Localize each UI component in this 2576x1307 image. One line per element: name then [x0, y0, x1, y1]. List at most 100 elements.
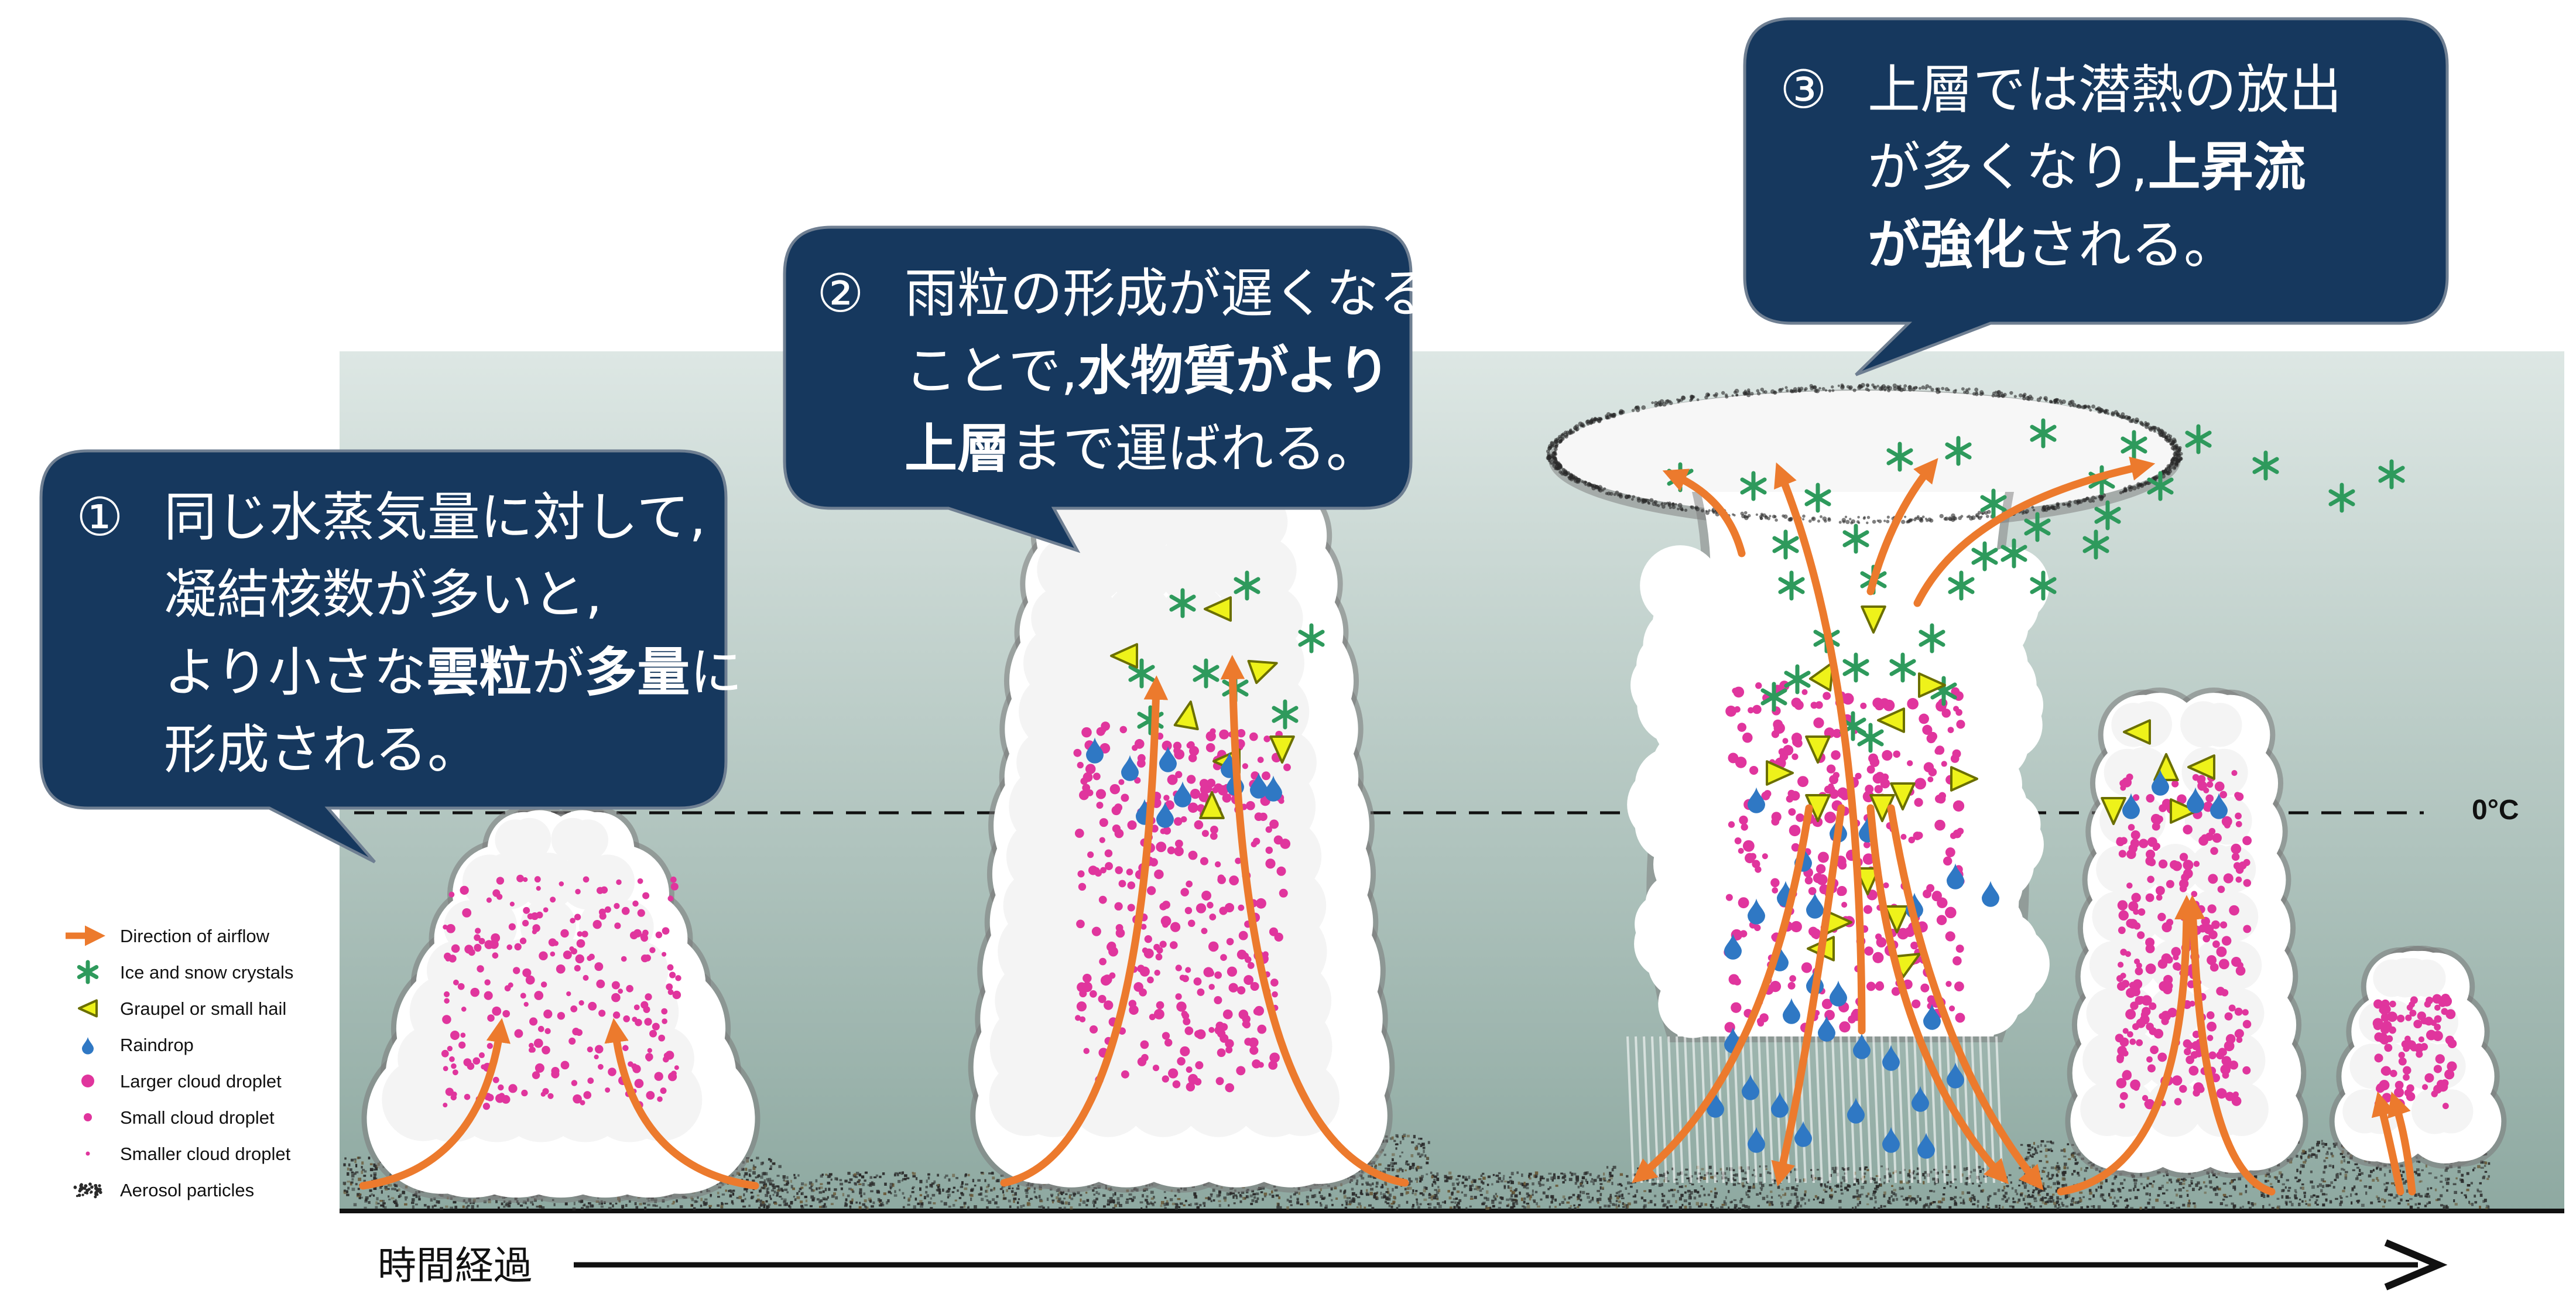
- aerosol-dot: [1468, 1175, 1471, 1179]
- aerosol-dot: [2263, 1195, 2266, 1198]
- aerosol-dot: [1409, 1165, 1412, 1169]
- aerosol-dot: [2268, 1203, 2271, 1206]
- aerosol-dot: [691, 1204, 694, 1207]
- aerosol-dot: [1599, 1193, 1602, 1196]
- aerosol-dot: [1666, 1171, 1669, 1173]
- aerosol-dot: [1093, 1204, 1095, 1207]
- aerosol-dot: [1586, 1181, 1588, 1185]
- aerosol-dot: [996, 1195, 999, 1198]
- aerosol-dot: [887, 1199, 890, 1203]
- aerosol-dot: [1465, 1207, 1468, 1210]
- aerosol-dot: [2300, 1186, 2302, 1189]
- aerosol-dot: [777, 1186, 780, 1190]
- aerosol-dot: [2464, 1194, 2467, 1196]
- aerosol-dot: [1728, 1206, 1730, 1210]
- aerosol-dot: [2363, 1185, 2368, 1188]
- aerosol-dot: [1678, 1186, 1682, 1188]
- aerosol-dot: [1781, 1205, 1783, 1207]
- aerosol-dot: [2059, 1197, 2062, 1200]
- aerosol-dot: [369, 1163, 373, 1165]
- aerosol-dot: [628, 1200, 631, 1203]
- aerosol-dot: [418, 1197, 421, 1201]
- aerosol-dot: [2276, 1206, 2279, 1210]
- aerosol-dot: [869, 1200, 872, 1202]
- aerosol-dot: [741, 1199, 744, 1202]
- aerosol-dot: [848, 1181, 851, 1183]
- aerosol-dot: [920, 1205, 923, 1208]
- aerosol-dot: [2044, 1144, 2047, 1147]
- aerosol-dot: [947, 1196, 950, 1199]
- aerosol-dot: [882, 1172, 885, 1175]
- aerosol-dot: [1941, 1197, 1945, 1201]
- aerosol-dot: [2266, 1194, 2270, 1197]
- aerosol-dot: [752, 1166, 756, 1171]
- aerosol-dot: [783, 1183, 787, 1186]
- aerosol-dot: [745, 1168, 748, 1171]
- aerosol-dot: [1573, 1204, 1575, 1207]
- aerosol-dot: [1621, 1193, 1623, 1197]
- aerosol-dot: [1469, 1205, 1472, 1208]
- aerosol-dot: [2376, 1176, 2379, 1180]
- aerosol-dot: [1847, 1167, 1850, 1171]
- aerosol-dot: [2033, 1200, 2037, 1202]
- aerosol-dot: [1203, 1205, 1206, 1207]
- aerosol-dot: [1399, 1155, 1402, 1158]
- aerosol-dot: [810, 1185, 813, 1188]
- aerosol-dot: [2324, 1166, 2326, 1169]
- aerosol-dot: [404, 1196, 408, 1199]
- aerosol-dot: [1893, 1189, 1897, 1192]
- aerosol-dot: [693, 1207, 696, 1210]
- aerosol-dot: [769, 1183, 772, 1186]
- aerosol-dot: [1856, 1197, 1860, 1200]
- aerosol-dot: [1320, 1203, 1323, 1207]
- aerosol-dot: [1340, 1189, 1342, 1193]
- aerosol-dot: [2179, 1195, 2183, 1198]
- aerosol-dot: [1824, 1183, 1826, 1187]
- aerosol-dot: [2061, 1184, 2065, 1187]
- aerosol-dot: [912, 1187, 914, 1190]
- aerosol-dot: [1634, 1194, 1636, 1197]
- aerosol-dot: [1759, 1192, 1762, 1195]
- aerosol-dot: [2435, 1199, 2439, 1202]
- aerosol-dot: [1874, 1188, 1877, 1190]
- aerosol-dot: [1414, 1178, 1419, 1181]
- aerosol-dot: [927, 1201, 931, 1205]
- aerosol-dot: [861, 1175, 865, 1179]
- aerosol-dot: [2268, 1175, 2272, 1178]
- aerosol-dot: [1669, 1205, 1673, 1207]
- aerosol-dot: [1035, 1196, 1038, 1199]
- aerosol-dot: [572, 1207, 576, 1211]
- aerosol-dot: [762, 1172, 766, 1175]
- aerosol-dot: [1700, 1185, 1703, 1188]
- aerosol-dot: [1103, 1205, 1106, 1208]
- aerosol-dot: [1481, 1180, 1484, 1183]
- aerosol-dot: [2328, 1147, 2331, 1150]
- aerosol-dot: [395, 1202, 398, 1205]
- aerosol-dot: [872, 1201, 875, 1205]
- aerosol-dot: [2368, 1186, 2372, 1189]
- aerosol-dot: [2092, 1194, 2095, 1198]
- aerosol-dot: [2311, 1153, 2314, 1156]
- aerosol-dot: [930, 1197, 933, 1200]
- aerosol-dot: [1419, 1155, 1421, 1158]
- aerosol-dot: [2182, 1186, 2185, 1189]
- aerosol-dot: [2072, 1197, 2074, 1200]
- aerosol-dot: [1744, 1171, 1748, 1175]
- aerosol-dot: [1715, 1207, 1719, 1210]
- aerosol-dot: [2355, 1177, 2359, 1181]
- aerosol-dot: [790, 1185, 793, 1189]
- aerosol-dot: [1263, 1192, 1268, 1196]
- aerosol-dot: [1791, 1186, 1795, 1190]
- aerosol-dot: [864, 1172, 868, 1174]
- aerosol-dot: [2018, 1185, 2020, 1187]
- aerosol-dot: [2057, 1170, 2060, 1173]
- aerosol-dot: [1523, 1197, 1526, 1200]
- aerosol-dot: [1212, 1188, 1215, 1192]
- aerosol-dot: [823, 1206, 827, 1208]
- aerosol-dot: [1602, 1186, 1604, 1189]
- aerosol-dot: [1474, 1188, 1477, 1190]
- aerosol-dot: [1899, 1171, 1902, 1174]
- aerosol-dot: [2383, 1199, 2386, 1203]
- aerosol-dot: [1496, 1180, 1500, 1183]
- aerosol-dot: [1910, 1198, 1913, 1201]
